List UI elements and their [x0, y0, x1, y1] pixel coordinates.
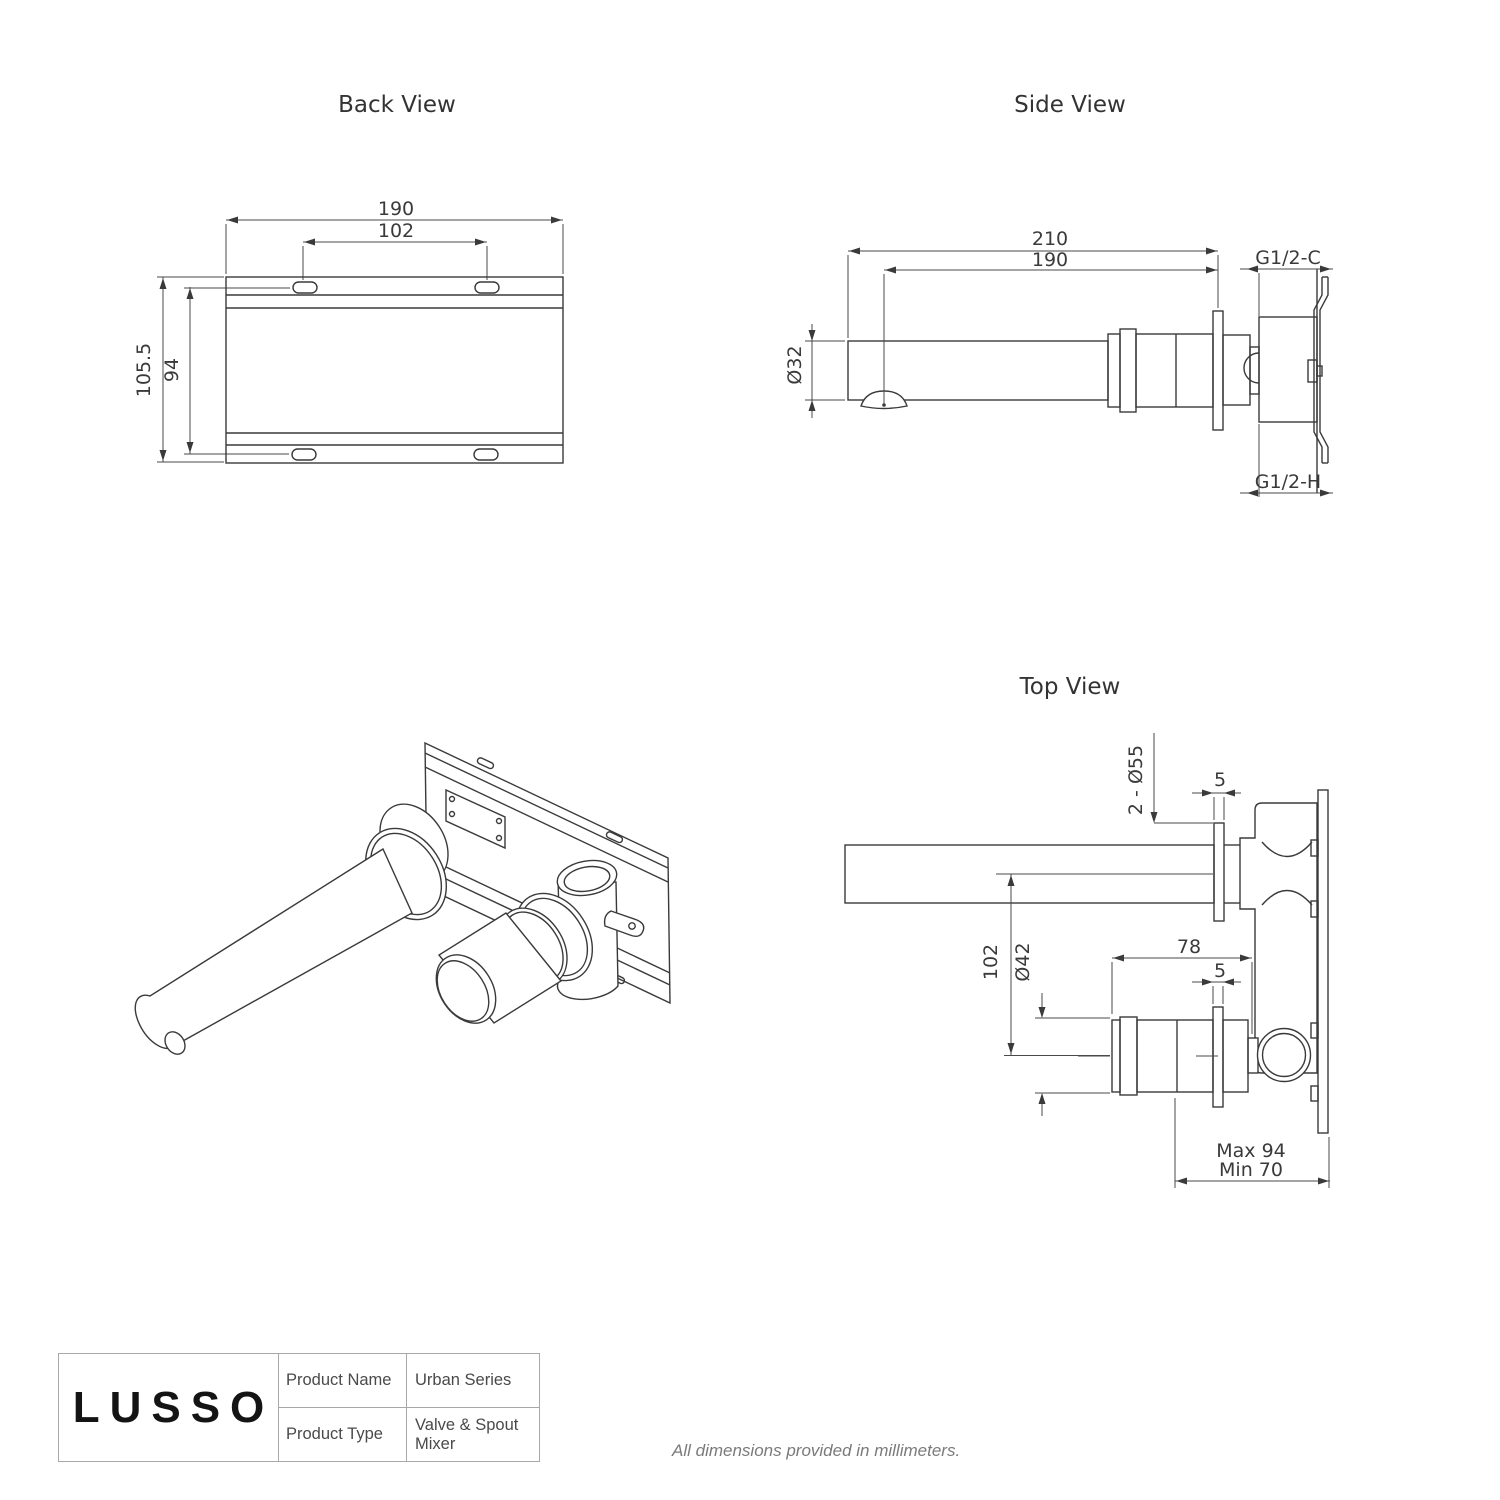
- mounting-slot: [605, 831, 624, 844]
- back-inner-height-dim-label: 94: [161, 358, 183, 382]
- back-outer-height-dim-label: 105.5: [133, 343, 155, 397]
- product-name-label: Product Name: [279, 1354, 407, 1407]
- iso-cartridge-mount: [445, 788, 506, 850]
- product-type-label: Product Type: [279, 1408, 407, 1461]
- back-width-dim-label: 190: [378, 198, 414, 220]
- table-row: Product Name Urban Series: [279, 1354, 539, 1408]
- hot-connection-label: G1/2-H: [1255, 471, 1321, 493]
- iso-side-tab: [603, 910, 645, 938]
- side-view-title: Side View: [1014, 92, 1126, 118]
- spout-escutcheon: [1213, 822, 1225, 922]
- iso-spout-tube: [134, 847, 413, 1050]
- side-spout-length-dim-label: 190: [1032, 249, 1068, 271]
- spout-flange-dim-label: 5: [1214, 769, 1226, 791]
- mounting-slot: [476, 757, 495, 770]
- product-type-value: Valve & Spout Mixer: [415, 1415, 519, 1453]
- back-slot-spacing-dim-label: 102: [378, 220, 414, 242]
- iso-handle: [435, 892, 594, 1024]
- iso-spout: [134, 803, 449, 1055]
- handle-escutcheon: [1212, 1006, 1224, 1108]
- side-valve-body: [1258, 269, 1329, 493]
- top-spout: [844, 822, 1240, 922]
- side-spout: [847, 340, 1109, 410]
- isometric-view: [134, 741, 671, 1055]
- spring-bracket: [1313, 277, 1323, 463]
- mounting-slot: [291, 448, 317, 461]
- top-view-title: Top View: [1019, 674, 1121, 700]
- mounting-slot: [474, 281, 500, 294]
- handle-length-dim-label: 78: [1177, 936, 1201, 958]
- depth-min-dim-label: Min 70: [1219, 1159, 1283, 1181]
- handle-socket: [1256, 1027, 1312, 1083]
- top-view: Top View 2 - Ø55 5: [844, 674, 1330, 1188]
- axis-spacing-dim-label: 102: [980, 944, 1002, 980]
- side-view: Side View 210 190 Ø32: [784, 92, 1333, 497]
- escutcheon-dim-label: 2 - Ø55: [1125, 745, 1147, 815]
- iso-aerator: [164, 1031, 186, 1055]
- wall-flange: [1212, 310, 1224, 431]
- title-block-rows: Product Name Urban Series Product Type V…: [279, 1354, 539, 1461]
- back-view-title: Back View: [338, 92, 456, 118]
- side-spout-diameter-dim-label: Ø32: [784, 345, 806, 384]
- logo-cell: LUSSO: [59, 1354, 279, 1461]
- title-block: LUSSO Product Name Urban Series Product …: [58, 1353, 540, 1462]
- top-valve-body: [1239, 789, 1329, 1134]
- mounting-slot: [292, 281, 318, 294]
- top-handle: [1078, 1006, 1249, 1108]
- brand-logo: LUSSO: [72, 1382, 275, 1432]
- table-row: Product Type Valve & Spout Mixer: [279, 1408, 539, 1461]
- product-name-value: Urban Series: [415, 1371, 512, 1389]
- handle-diameter-dim-label: Ø42: [1012, 942, 1034, 981]
- top-wall-plate: [1317, 789, 1329, 1134]
- depth-max-dim-label: Max 94: [1216, 1140, 1286, 1162]
- back-view: Back View 190 102 105.5 94: [133, 92, 564, 464]
- mounting-slot: [473, 448, 499, 461]
- cold-connection-label: G1/2-C: [1255, 247, 1320, 269]
- back-mounting-plate: [225, 276, 564, 464]
- dimensions-note: All dimensions provided in millimeters.: [672, 1441, 961, 1460]
- side-total-length-dim-label: 210: [1032, 228, 1068, 250]
- handle-flange-dim-label: 5: [1214, 960, 1226, 982]
- side-cartridge: [1107, 310, 1260, 431]
